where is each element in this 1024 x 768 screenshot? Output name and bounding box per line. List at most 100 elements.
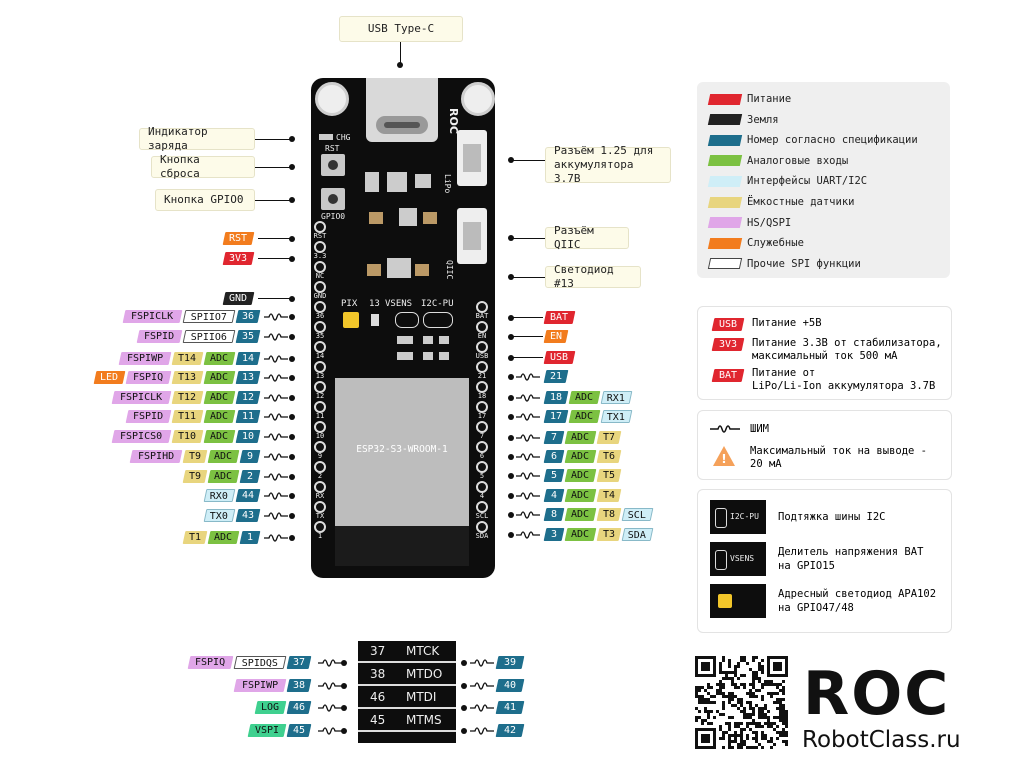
apa102-feature-text: Адресный светодиод APA102 на GPIO47/48 xyxy=(778,588,937,614)
pin-label-num: 39 xyxy=(495,656,525,669)
pin-label-text: T7 xyxy=(602,432,616,443)
legend-row: Аналоговые входы xyxy=(707,154,849,167)
pin-label-num: 2 xyxy=(239,470,261,483)
module-label: ESP32-S3-WROOM-1 xyxy=(356,444,448,455)
pin-label-hs: FSPICLK xyxy=(122,310,183,323)
board-pin xyxy=(476,481,488,493)
pin-label-text: FSPIQ xyxy=(133,372,164,383)
pin-label-touch: T10 xyxy=(171,430,204,443)
note-dot xyxy=(289,164,295,170)
board-pin xyxy=(314,361,326,373)
smd-b xyxy=(423,336,433,344)
chip-1 xyxy=(365,172,379,192)
board-pin xyxy=(476,401,488,413)
pin-label-text: LED xyxy=(100,372,119,383)
pin-label-text: ADC xyxy=(571,490,590,501)
board-pin xyxy=(314,521,326,533)
pin-dot xyxy=(508,315,514,321)
board-pin-silk: 35 xyxy=(315,332,325,340)
pin-label-text: VSPI xyxy=(254,725,280,736)
board-pin xyxy=(476,301,488,313)
pin-label-text: ADC xyxy=(214,532,233,543)
pin-label-text: T5 xyxy=(602,470,616,481)
pin-label-num: 12 xyxy=(235,391,261,404)
legend-text: Аналоговые входы xyxy=(747,154,849,167)
pwm-icon xyxy=(264,534,288,542)
legend-row: Служебные xyxy=(707,237,804,249)
pin-label-log: LOG xyxy=(254,701,287,714)
pin-dot xyxy=(289,256,295,262)
note-line xyxy=(513,277,545,278)
note-line xyxy=(513,160,545,161)
legend-swatch xyxy=(707,217,743,229)
pin-label-hs: FSPIWP xyxy=(118,352,172,365)
pin-label-text: T9 xyxy=(188,471,202,482)
vsens-jumper xyxy=(395,312,419,328)
pin-label-text: 11 xyxy=(241,411,255,422)
gpio0-button[interactable] xyxy=(321,188,345,210)
board-pin-silk: SCL xyxy=(475,512,489,520)
power-tag-bat: BAT xyxy=(711,369,745,382)
pin-dot xyxy=(461,683,467,689)
jtag-signal: MTMS xyxy=(406,713,442,727)
pin-label-num: 6 xyxy=(543,450,565,463)
led13 xyxy=(371,314,379,326)
pin-label-spi: SPIIO7 xyxy=(182,310,236,323)
jtag-gpio: 45 xyxy=(370,713,386,727)
pin-label-touch: T8 xyxy=(596,508,622,521)
pin-label-text: RX1 xyxy=(607,393,626,404)
legend-text: Питание xyxy=(747,93,792,105)
pwm-icon xyxy=(318,704,342,712)
board-pin-silk: 11 xyxy=(315,412,325,420)
pin-label-touch: T7 xyxy=(596,431,622,444)
pwm-icon xyxy=(710,425,740,433)
power-text-3v3: Питание 3.3В от стабилизатора, максималь… xyxy=(752,337,942,362)
pin-label-num: 21 xyxy=(543,370,569,383)
note-charge-indicator: Индикатор заряда xyxy=(139,125,255,152)
pin-label-adc: ADC xyxy=(564,489,597,502)
pin-label-text: T8 xyxy=(602,509,616,520)
pwm-text: ШИМ xyxy=(750,423,769,435)
board-pin-silk: 12 xyxy=(315,392,325,400)
pin-label-text: 17 xyxy=(549,411,563,422)
pin-label-hs: FSPIWP xyxy=(233,679,287,692)
note-dot xyxy=(508,274,514,280)
pin-label-text: 7 xyxy=(550,432,558,443)
pin-label-num: 46 xyxy=(286,701,312,714)
pwm-icon xyxy=(470,704,494,712)
pin-label-touch: T12 xyxy=(171,391,204,404)
pin-line xyxy=(258,238,290,239)
legend-row: Интерфейсы UART/I2C xyxy=(707,175,867,187)
pin-label-text: ADC xyxy=(210,353,229,364)
pin-label-text: SDA xyxy=(628,530,647,541)
pin-label-text: FSPIHD xyxy=(137,451,175,462)
legend-text: HS/QSPI xyxy=(747,216,792,229)
regulator-chip xyxy=(387,258,411,278)
pin-label-hs: FSPID xyxy=(125,410,172,423)
jtag-divider xyxy=(358,707,456,709)
pin-label-svc: LED xyxy=(93,371,126,384)
pin-label-adc: ADC xyxy=(568,410,601,423)
board-pin-silk: BAT xyxy=(475,312,489,320)
reset-button[interactable] xyxy=(321,154,345,176)
pin-dot xyxy=(289,513,295,519)
jtag-divider xyxy=(358,684,456,686)
note-dot xyxy=(289,197,295,203)
pin-label-text: ADC xyxy=(571,451,590,462)
jtag-gpio: 38 xyxy=(370,667,386,681)
pin-label-text: SCL xyxy=(628,510,647,521)
pin-line xyxy=(258,258,290,259)
board-pin xyxy=(314,341,326,353)
usb-note-dot xyxy=(397,62,403,68)
pin-label-hs: FSPIQ xyxy=(125,371,172,384)
power-info-panel: USB Питание +5В 3V3 Питание 3.3В от стаб… xyxy=(697,306,952,400)
pin-label-text: 42 xyxy=(503,725,517,736)
lipo-silk: LiPo xyxy=(443,174,452,194)
pin-label-num: 37 xyxy=(286,656,312,669)
pin-label-num: 14 xyxy=(235,352,261,365)
usb-type-c-note: USB Type-C xyxy=(339,16,463,42)
pin-label-adc: ADC xyxy=(203,430,236,443)
smd-a xyxy=(397,336,413,344)
pin-label-num: 43 xyxy=(235,509,261,522)
pin-label-pwr: BAT xyxy=(543,311,576,324)
